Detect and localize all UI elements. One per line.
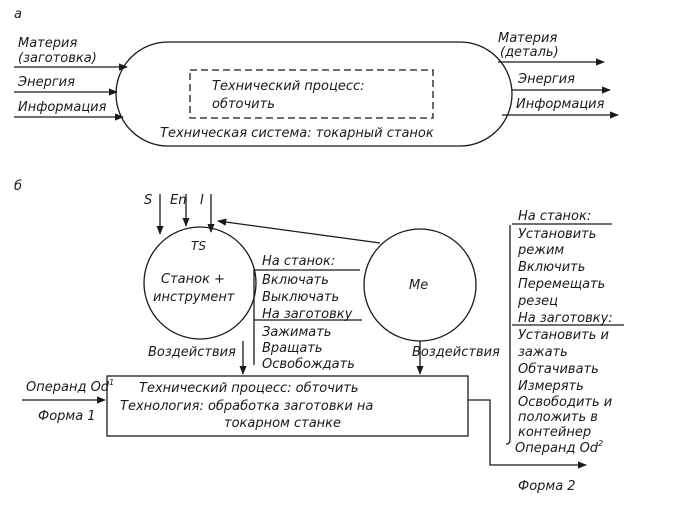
right-workpiece-item-7: контейнер — [518, 425, 591, 440]
part-b-letter: б — [14, 179, 22, 194]
input-information-label: Информация — [18, 100, 107, 115]
operand-out-text: Операнд Od — [515, 441, 599, 456]
middle-workpiece-header: На заготовку — [262, 307, 353, 322]
output-matter-label: Материя — [498, 31, 557, 46]
form-in-label: Форма 1 — [38, 409, 96, 424]
part-a: а Технический процесс: обточить Техничес… — [14, 7, 619, 147]
ts-circle — [143, 226, 257, 340]
right-workpiece-item-6: положить в — [518, 410, 598, 425]
operand-out-superscript: 2 — [598, 439, 603, 448]
process-action: обточить — [212, 97, 275, 112]
right-machine-item-2: режим — [517, 243, 564, 258]
ts-label-line2: инструмент — [153, 290, 235, 305]
middle-workpiece-item-3: Освобождать — [262, 357, 355, 372]
input-matter-label: Материя — [18, 36, 77, 51]
right-workpiece-header: На заготовку: — [518, 311, 613, 326]
process-box-line2: Технология: обработка заготовки на — [120, 399, 373, 414]
middle-workpiece-item-2: Вращать — [262, 341, 323, 356]
right-workpiece-item-2: зажать — [518, 345, 568, 360]
process-title: Технический процесс: — [212, 79, 365, 94]
right-machine-item-5: резец — [517, 294, 558, 309]
operand-in-label: Операнд Od1 — [26, 378, 114, 395]
right-machine-item-4: Перемещать — [518, 277, 605, 292]
middle-workpiece-item-1: Зажимать — [262, 325, 331, 340]
input-s-label: S — [144, 193, 152, 208]
output-energy-label: Энергия — [517, 72, 575, 87]
system-label: Техническая система: токарный станок — [160, 126, 434, 141]
right-workpiece-item-5: Освободить и — [518, 395, 612, 410]
form-out-label: Форма 2 — [518, 479, 576, 494]
process-box-line3: токарном станке — [224, 416, 341, 431]
process-dashed-box — [189, 69, 434, 119]
part-b: б S En I TS Станок + инструмент Me На ст… — [14, 179, 624, 494]
input-energy-label: Энергия — [17, 75, 75, 90]
operand-out-path — [468, 399, 587, 469]
middle-commands-bracket — [253, 269, 360, 365]
middle-machine-item-1: Включать — [262, 273, 329, 288]
right-commands-bracket — [505, 225, 511, 445]
me-to-ts-arrow — [217, 218, 381, 244]
middle-machine-item-2: Выключать — [262, 290, 339, 305]
right-machine-header: На станок: — [518, 209, 591, 224]
input-i-label: I — [200, 193, 204, 208]
part-a-letter: а — [14, 7, 22, 22]
right-machine-item-3: Включить — [518, 260, 585, 275]
operand-in-superscript: 1 — [109, 378, 114, 387]
actions-right-label: Воздействия — [412, 345, 500, 360]
ts-label-line1: Станок + — [161, 272, 225, 287]
process-box — [106, 375, 469, 437]
operand-in-text: Операнд Od — [26, 380, 110, 395]
right-workpiece-item-1: Установить и — [518, 328, 609, 343]
input-matter-sublabel: (заготовка) — [18, 51, 97, 66]
input-en-label: En — [170, 193, 186, 208]
middle-machine-header: На станок: — [262, 254, 335, 269]
process-box-line1: Технический процесс: обточить — [139, 381, 359, 396]
right-workpiece-item-3: Обтачивать — [518, 362, 599, 377]
output-information-label: Информация — [516, 97, 605, 112]
me-code: Me — [409, 278, 428, 293]
actions-left-label: Воздействия — [148, 345, 236, 360]
operand-out-label: Операнд Od2 — [515, 439, 603, 456]
right-machine-item-1: Установить — [518, 227, 596, 242]
ts-code: TS — [191, 239, 206, 253]
output-matter-sublabel: (деталь) — [500, 45, 559, 60]
right-workpiece-item-4: Измерять — [518, 379, 584, 394]
